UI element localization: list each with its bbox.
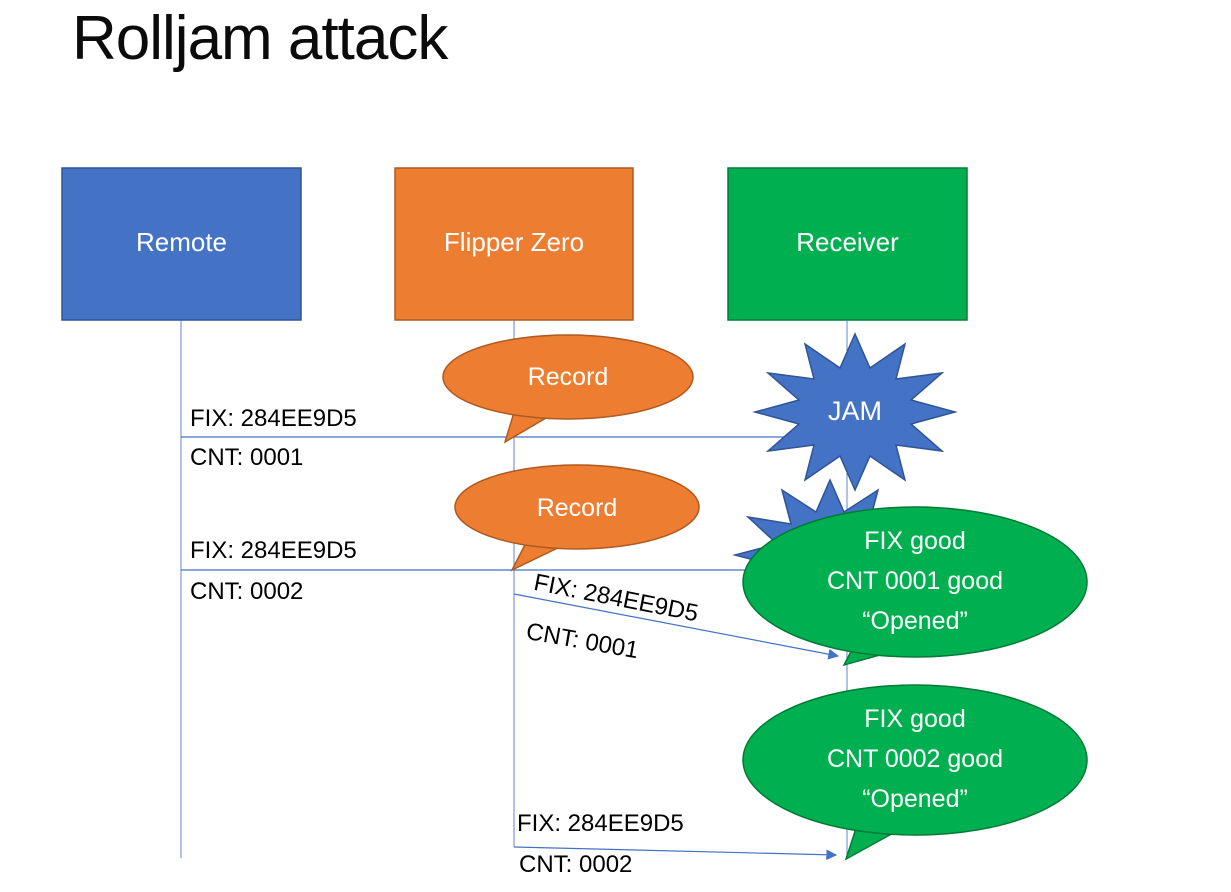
response-2-line-1: FIX good	[864, 705, 966, 733]
response-bubble-1-text: FIX good CNT 0001 good “Opened”	[743, 521, 1087, 641]
message-1-fix-label: FIX: 284EE9D5	[190, 405, 357, 432]
response-bubble-2	[742, 684, 1088, 836]
response-1-line-1: FIX good	[864, 527, 966, 555]
record-bubble-2-label: Record	[536, 494, 618, 522]
actor-box-flipper-zero	[394, 167, 634, 321]
response-2-line-2: CNT 0002 good	[826, 745, 1004, 773]
actor-label-receiver: Receiver	[796, 227, 899, 257]
record-bubble-1	[442, 334, 694, 420]
actor-box-remote	[61, 167, 302, 321]
message-2-cnt-label: CNT: 0002	[190, 578, 304, 605]
actor-box-receiver	[727, 167, 968, 321]
message-1-cnt-label: CNT: 0001	[190, 444, 304, 471]
response-1-line-2: CNT 0001 good	[826, 567, 1004, 595]
message-3-arrow	[513, 593, 840, 660]
record-bubble-2	[454, 464, 700, 550]
message-4-cnt-label: CNT: 0002	[519, 851, 633, 878]
message-4-arrow	[513, 846, 838, 861]
response-1-line-3: “Opened”	[862, 607, 968, 635]
response-bubble-1	[742, 506, 1088, 658]
jam-burst-1	[752, 332, 958, 492]
record-bubble-1-label: Record	[527, 363, 609, 391]
response-2-line-3: “Opened”	[862, 785, 968, 813]
actor-label-flipper-zero: Flipper Zero	[443, 227, 585, 257]
slide-title: Rolljam attack	[72, 4, 448, 73]
actor-label-remote: Remote	[135, 227, 228, 257]
jam-burst-label: JAM	[828, 396, 882, 426]
message-4-fix-label: FIX: 284EE9D5	[517, 810, 684, 837]
response-bubble-2-text: FIX good CNT 0002 good “Opened”	[743, 699, 1087, 819]
message-2-fix-label: FIX: 284EE9D5	[190, 537, 357, 564]
